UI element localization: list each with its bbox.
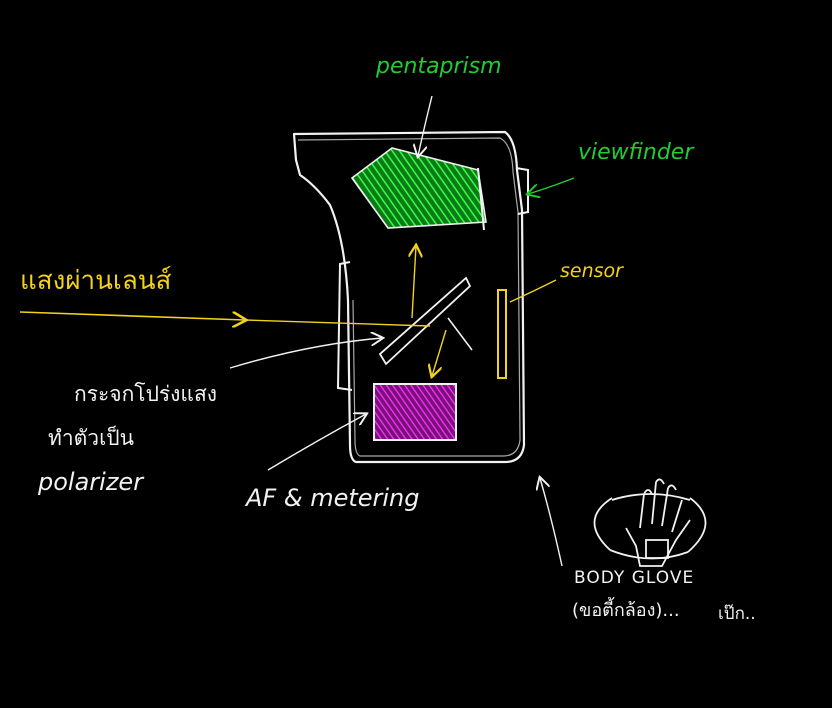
- logo-text: BODY GLOVE: [574, 568, 695, 588]
- light-through-lens-label: แสงผ่านเลนส์: [20, 266, 172, 296]
- pentaprism-shape: [350, 147, 487, 229]
- semi-transparent-mirror: [378, 276, 472, 366]
- viewfinder-label: viewfinder: [578, 140, 694, 165]
- pentaprism-label: pentaprism: [376, 54, 502, 79]
- image-sensor: [497, 289, 507, 379]
- af-pointer: [267, 414, 366, 471]
- light-ray-up: [412, 246, 416, 319]
- lens-mount: [336, 261, 353, 391]
- af-sensor-box: [373, 383, 457, 441]
- mirror-support: [447, 317, 473, 351]
- logo-pointer: [540, 478, 563, 567]
- mirror-label-line2: ทำตัวเป็น: [48, 426, 134, 450]
- logo-note: (ขอตี้กล้อง)...: [572, 600, 680, 621]
- hand-in-oval-logo-icon: [593, 478, 707, 567]
- mirror-label-line3: polarizer: [38, 468, 144, 496]
- mirror-label-line1: กระจกโปร่งแสง: [74, 382, 218, 406]
- camera-body-inner-outline: [297, 137, 521, 457]
- incoming-light-ray: [19, 311, 245, 320]
- pentaprism-pointer: [418, 95, 433, 156]
- pentaprism-edge: [477, 167, 485, 231]
- logo-note-2: เป๊ก..: [718, 604, 756, 624]
- viewfinder-pointer: [528, 177, 575, 194]
- light-ray-down: [432, 329, 447, 376]
- sensor-pointer: [509, 279, 557, 303]
- sensor-label: sensor: [560, 260, 623, 282]
- mirror-pointer: [229, 338, 382, 369]
- incoming-light-ray-inside: [244, 319, 431, 327]
- af-metering-label: AF & metering: [246, 484, 420, 512]
